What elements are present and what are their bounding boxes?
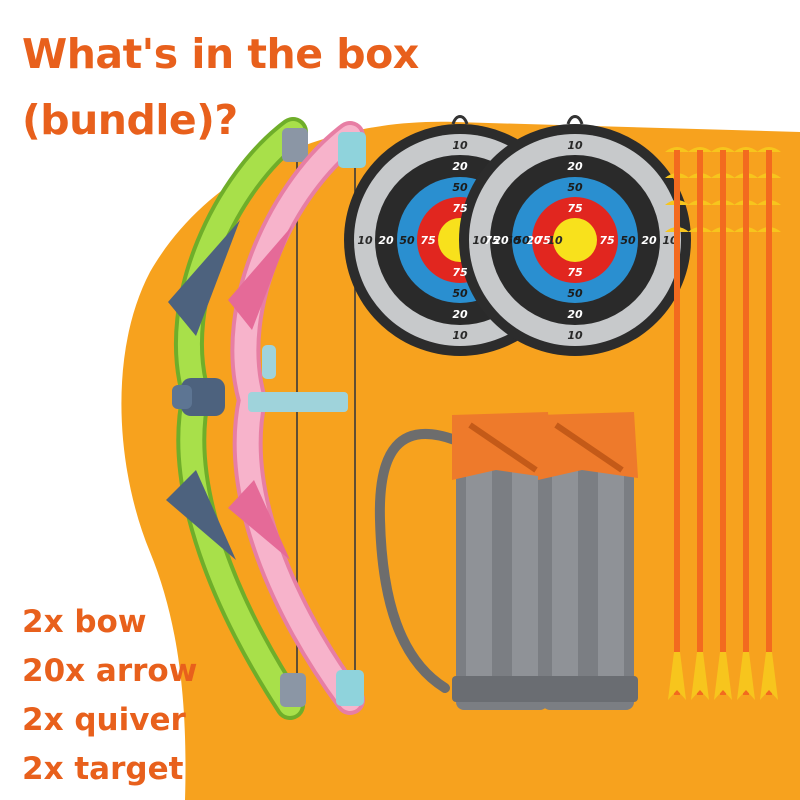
target-ring-label: 50 <box>567 287 583 300</box>
target-ring-label: 50 <box>514 234 530 247</box>
target-ring-label: 75 <box>599 234 615 247</box>
target-ring-label: 50 <box>505 234 521 247</box>
target-ring-label: 10 <box>452 139 468 152</box>
target-ring-label: 20 <box>452 160 468 173</box>
pink-bow <box>228 121 366 715</box>
target-ring-label: 50 <box>567 181 583 194</box>
target-ring-label: 10 <box>547 234 563 247</box>
target-ring-label: 75 <box>484 234 500 247</box>
target-ring-label: 75 <box>567 266 583 279</box>
arrow <box>734 147 758 700</box>
target-ring-label: 75 <box>420 234 436 247</box>
target-ring-label: 20 <box>567 160 583 173</box>
arrow <box>711 147 735 700</box>
quiver-left <box>452 412 552 710</box>
target-ring-label: 20 <box>493 234 509 247</box>
quiver-right <box>538 412 638 710</box>
target-ring-label: 10 <box>357 234 373 247</box>
arrow <box>665 147 689 700</box>
target-ring-label: 75 <box>567 202 583 215</box>
bundle-contents-list: 2x bow 20x arrow 2x quiver 2x target <box>22 598 197 794</box>
arrow <box>757 147 781 700</box>
arrow-bundle <box>665 147 781 700</box>
target-ring-label: 20 <box>641 234 657 247</box>
heading-line-2: (bundle)? <box>22 96 238 144</box>
target-ring-label: 75 <box>535 234 551 247</box>
target-right <box>459 115 691 356</box>
target-ring-label: 10 <box>567 329 583 342</box>
target-ring-label: 50 <box>452 287 468 300</box>
target-ring-label: 50 <box>399 234 415 247</box>
target-ring-label: 75 <box>452 266 468 279</box>
arrow <box>688 147 712 700</box>
contents-item-targets: 2x target <box>22 751 184 787</box>
target-ring-label: 10 <box>452 329 468 342</box>
target-ring-label: 50 <box>620 234 636 247</box>
target-ring-label: 75 <box>452 202 468 215</box>
contents-item-arrows: 20x arrow <box>22 653 198 689</box>
target-ring-label: 10 <box>472 234 488 247</box>
target-ring-label: 20 <box>452 308 468 321</box>
contents-item-bows: 2x bow <box>22 604 147 640</box>
target-ring-label: 20 <box>567 308 583 321</box>
heading-line-1: What's in the box <box>22 30 419 78</box>
contents-item-quivers: 2x quiver <box>22 702 186 738</box>
target-ring-label: 20 <box>378 234 394 247</box>
target-ring-label: 20 <box>526 234 542 247</box>
target-ring-label: 10 <box>567 139 583 152</box>
quiver-strap <box>374 429 460 693</box>
target-ring-label: 50 <box>452 181 468 194</box>
green-bow <box>166 117 308 720</box>
